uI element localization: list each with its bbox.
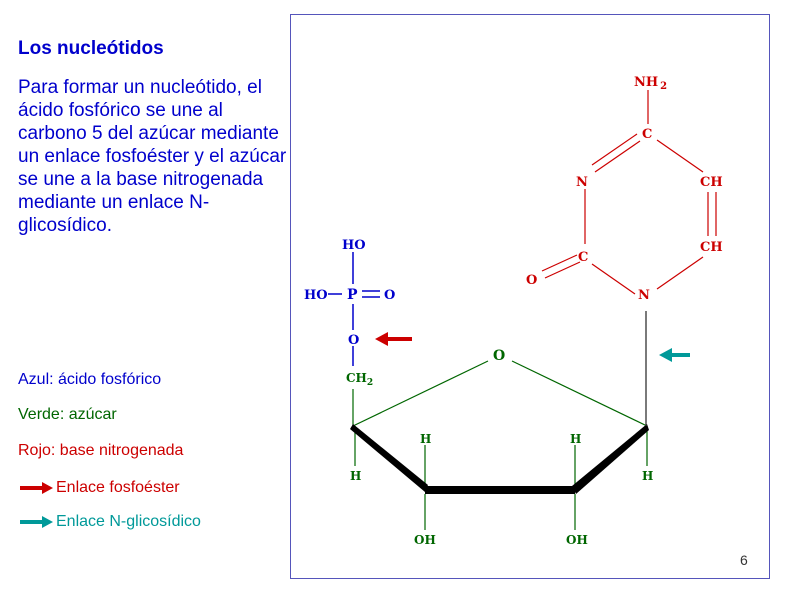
nglycosidic-arrow-icon	[659, 348, 690, 362]
sugar-ch2: CH2	[346, 371, 373, 388]
base-ch6: CH	[700, 240, 723, 255]
phosphate-p: P	[347, 287, 358, 303]
base-n1: N	[638, 288, 650, 303]
sugar-h-c1: H	[642, 469, 653, 483]
sugar-wedge-right	[572, 424, 649, 494]
sugar-labels: CH2 O H H H H OH OH	[346, 348, 653, 547]
base-ch5: CH	[700, 175, 723, 190]
sugar-bonds	[352, 360, 648, 530]
phosphate-o-bridge: O	[348, 333, 359, 348]
teal-arrow-icon	[20, 516, 53, 528]
slide-title: Los nucleótidos	[18, 38, 164, 59]
legend-phosphoric-acid: Azul: ácido fosfórico	[18, 371, 162, 388]
base-o2: O	[526, 273, 537, 288]
sugar-h-c2: H	[570, 432, 581, 446]
sugar-wedge-bottom	[425, 486, 575, 494]
phosphate-bonds	[328, 252, 380, 366]
sugar-ring-o: O	[493, 348, 505, 364]
base-c2: C	[578, 250, 588, 265]
base-c4: C	[642, 127, 652, 142]
sugar-wedge-left	[350, 424, 428, 492]
legend-nglycosidic-bond: Enlace N-glicosídico	[18, 513, 201, 531]
sugar-h-c4: H	[350, 469, 361, 483]
phosphate-ho-top: HO	[342, 238, 366, 253]
base-bonds	[541, 90, 717, 295]
base-n3: N	[576, 175, 588, 190]
phosphate-labels: HO HO P O O	[304, 238, 395, 348]
legend-nitrogenous-base: Rojo: base nitrogenada	[18, 442, 184, 459]
red-arrow-icon	[20, 482, 53, 494]
legend-phosphoester-label: Enlace fosfoéster	[56, 479, 180, 496]
legend-nglycosidic-label: Enlace N-glicosídico	[56, 513, 201, 530]
phosphate-ho-left: HO	[304, 288, 328, 303]
phosphate-o-double: O	[384, 288, 395, 303]
legend-phosphoester-bond: Enlace fosfoéster	[18, 479, 180, 497]
sugar-oh-c2: OH	[566, 533, 588, 547]
phosphoester-arrow-icon	[375, 332, 412, 346]
page-number: 6	[740, 552, 748, 568]
sugar-oh-c3: OH	[414, 533, 436, 547]
nucleotide-structure-diagram: HO HO P O O CH2 O H H H H OH OH	[304, 75, 723, 547]
diagram-frame	[290, 14, 770, 579]
sugar-h-c3: H	[420, 432, 431, 446]
slide-body-text: Para formar un nucleótido, el ácido fosf…	[18, 77, 287, 236]
legend-sugar: Verde: azúcar	[18, 406, 117, 423]
